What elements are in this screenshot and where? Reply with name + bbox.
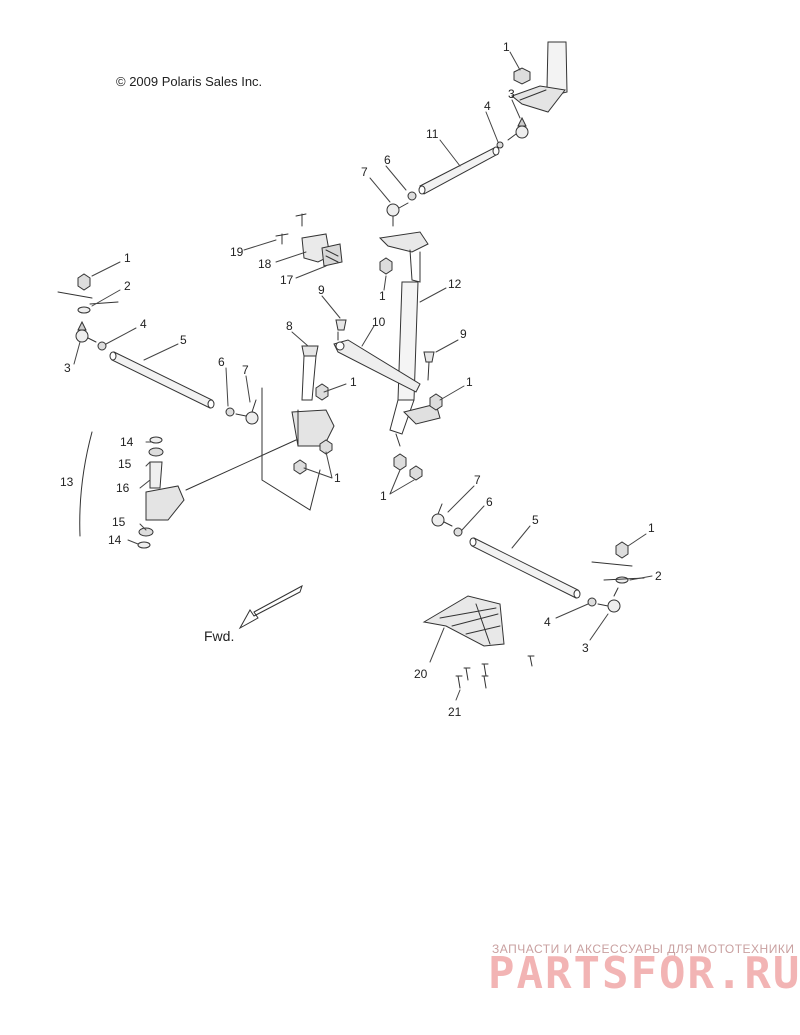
callout-18: 18 — [258, 257, 272, 271]
callout-3: 3 — [508, 87, 515, 101]
callout-6: 6 — [384, 153, 391, 167]
callout-7: 7 — [242, 363, 249, 377]
callout-10: 10 — [372, 315, 386, 329]
callout-4: 4 — [140, 317, 147, 331]
idler-assembly — [79, 431, 185, 549]
callout-16: 16 — [116, 481, 130, 495]
callout-19: 19 — [230, 245, 244, 259]
leader-lines — [73, 51, 653, 701]
callout-1: 1 — [466, 375, 473, 389]
tie-rod-right — [469, 537, 581, 599]
callout-2: 2 — [124, 279, 131, 293]
callout-4: 4 — [484, 99, 491, 113]
tie-rod-end-left — [57, 273, 119, 351]
callout-15: 15 — [112, 515, 126, 529]
callout-11: 11 — [426, 127, 439, 141]
fwd-arrow — [238, 584, 303, 630]
callout-4: 4 — [544, 615, 551, 629]
screws — [455, 655, 535, 689]
nut-top — [513, 67, 531, 85]
callout-12: 12 — [448, 277, 462, 291]
upper-drag-link — [418, 141, 504, 195]
callout-7: 7 — [361, 165, 368, 179]
callout-17: 17 — [280, 273, 294, 287]
tie-rod-end-upper-left — [386, 191, 417, 227]
steering-column-upper — [510, 41, 568, 113]
tie-rod-end-upper — [507, 116, 529, 141]
callout-15: 15 — [118, 457, 132, 471]
callout-3: 3 — [64, 361, 71, 375]
callout-13: 13 — [60, 475, 74, 489]
steering-housing — [291, 383, 335, 475]
callout-1: 1 — [124, 251, 131, 265]
tie-rod-end-left-inner — [225, 399, 259, 425]
callout-1: 1 — [648, 521, 655, 535]
tie-rod-left — [109, 351, 215, 409]
lower-shield — [422, 595, 505, 647]
watermark-tagline: ЗАПЧАСТИ И АКСЕССУАРЫ ДЛЯ МОТОТЕХНИКИ — [492, 942, 795, 956]
callout-1: 1 — [350, 375, 357, 389]
callout-5: 5 — [532, 513, 539, 527]
callout-5: 5 — [180, 333, 187, 347]
callout-1: 1 — [379, 289, 386, 303]
steering-post — [378, 231, 441, 447]
tie-rod-end-right-inner — [431, 503, 463, 537]
pitman-arm — [333, 319, 421, 393]
watermark-logo: PARTSFOR.RU — [488, 948, 800, 999]
callout-numbers: 1 4 3 11 6 7 19 18 17 1 12 1 2 4 3 5 6 7… — [60, 40, 662, 719]
callout-1: 1 — [503, 40, 510, 54]
tie-rod-end-right — [587, 541, 645, 613]
callout-21: 21 — [448, 705, 462, 719]
callout-1: 1 — [334, 471, 341, 485]
callout-9: 9 — [318, 283, 325, 297]
steering-bracket — [275, 213, 343, 267]
callout-20: 20 — [414, 667, 428, 681]
callout-14: 14 — [120, 435, 134, 449]
callout-14: 14 — [108, 533, 122, 547]
copyright-notice: © 2009 Polaris Sales Inc. — [116, 74, 263, 89]
callout-8: 8 — [286, 319, 293, 333]
callout-2: 2 — [655, 569, 662, 583]
callout-1: 1 — [380, 489, 387, 503]
callout-9: 9 — [460, 327, 467, 341]
callout-6: 6 — [486, 495, 493, 509]
callout-6: 6 — [218, 355, 225, 369]
fwd-label: Fwd. — [204, 628, 235, 644]
callout-7: 7 — [474, 473, 481, 487]
callout-3: 3 — [582, 641, 589, 655]
